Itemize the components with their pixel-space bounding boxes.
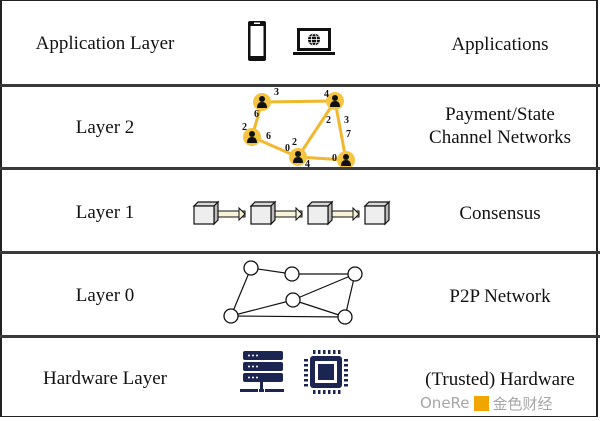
chain-arrow [274, 206, 303, 222]
peer-node [243, 260, 259, 276]
channel-balance-label: 6 [254, 109, 259, 120]
layer-description: Consensus [459, 203, 541, 224]
description-line-1: Payment/State [445, 104, 555, 125]
channel-balance-label: 4 [324, 89, 329, 100]
channel-balance-label: 7 [346, 129, 351, 140]
user-node [337, 151, 355, 168]
block [249, 200, 277, 226]
chain-arrow [217, 206, 246, 222]
server-icon [240, 351, 284, 392]
user-node [253, 93, 271, 111]
row-divider [0, 251, 600, 254]
channel-balance-label: 6 [266, 131, 271, 142]
channel-balance-label: 3 [274, 87, 279, 98]
layer-name: Layer 0 [75, 285, 135, 306]
channel-balance-label: 0 [285, 143, 290, 154]
channel-balance-label: 2 [326, 115, 331, 126]
layer-name: Layer 2 [75, 117, 135, 138]
watermark-logo-icon [473, 395, 489, 411]
layer-description: (Trusted) Hardware [425, 369, 575, 390]
channel-balance-label: 4 [305, 159, 310, 168]
channel-balance-label: 2 [292, 137, 297, 148]
channel-balance-label: 3 [344, 115, 349, 126]
application-illustration [248, 21, 335, 61]
row-layer-0: Layer 0 P2P Network [0, 254, 600, 337]
description-line-2: Channel Networks [429, 127, 571, 148]
blockchain-blocks [192, 200, 391, 226]
peer-node [285, 292, 301, 308]
channel-balance-label: 0 [332, 153, 337, 164]
row-divider [0, 167, 600, 170]
layer-name: Hardware Layer [43, 368, 167, 389]
layer-description: P2P Network [449, 286, 551, 307]
channel-edge [261, 99, 336, 104]
user-node [243, 128, 261, 146]
channel-edge [296, 100, 337, 158]
channel-edge [333, 100, 348, 161]
user-node [289, 148, 307, 166]
layer-description: Payment/State Channel Networks [400, 103, 600, 149]
user-node [326, 92, 344, 110]
smartphone-icon [248, 21, 266, 61]
layer-description: Applications [451, 34, 549, 55]
laptop-globe-icon [293, 28, 335, 55]
peer-node [347, 266, 363, 282]
row-layer-1: Layer 1 Consensus [0, 170, 600, 253]
cpu-chip-icon [304, 350, 348, 394]
watermark-text-cn: 金色财经 [492, 394, 553, 413]
peer-node [284, 266, 300, 282]
row-divider [0, 335, 600, 338]
layer-name: Application Layer [35, 33, 175, 54]
row-application-layer: Application Layer Applications [0, 0, 600, 83]
row-hardware-layer: Hardware Layer (Trusted) Hardware [0, 338, 600, 421]
channel-balance-label: 2 [242, 122, 247, 133]
block [306, 200, 334, 226]
block [363, 200, 391, 226]
hardware-illustration [240, 350, 348, 394]
layer-name: Layer 1 [75, 202, 135, 223]
row-divider [0, 84, 600, 87]
peer-node [223, 308, 239, 324]
p2p-graph [223, 260, 363, 325]
block [192, 200, 220, 226]
watermark: OneRe 金色财经 [420, 392, 553, 414]
chain-arrow [331, 206, 360, 222]
watermark-text: OneRe [420, 394, 470, 412]
peer-node [337, 309, 353, 325]
